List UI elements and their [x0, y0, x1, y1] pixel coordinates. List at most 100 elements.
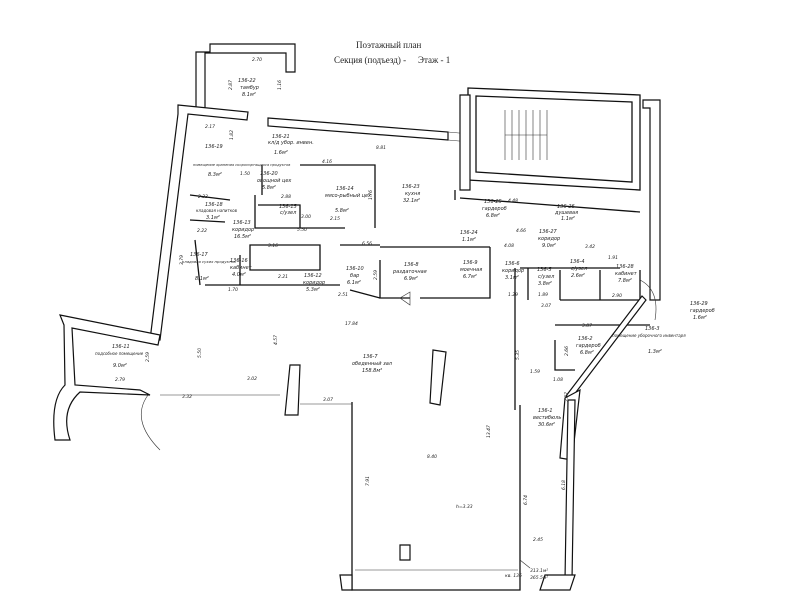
- svg-text:136-24: 136-24: [460, 230, 478, 236]
- svg-text:136-6: 136-6: [505, 261, 520, 267]
- svg-text:136-10: 136-10: [346, 266, 364, 272]
- dimension: 1.59: [530, 369, 540, 375]
- svg-text:подсобное помещение: подсобное помещение: [95, 351, 144, 356]
- dimension: 3.87: [582, 323, 592, 329]
- svg-text:6.1м²: 6.1м²: [347, 280, 361, 286]
- dimension: 2.79: [115, 377, 125, 383]
- svg-text:136-29: 136-29: [690, 301, 708, 307]
- svg-text:136-27: 136-27: [539, 229, 558, 235]
- dimension: 2.23: [198, 194, 208, 200]
- dimension: 3.00: [301, 214, 311, 220]
- svg-text:6.7м²: 6.7м²: [463, 274, 477, 280]
- plan-floor: Этаж - 1: [418, 55, 450, 65]
- svg-text:гардероб: гардероб: [482, 206, 507, 212]
- svg-text:обеденный зал: обеденный зал: [352, 361, 393, 367]
- dimension: 6.56: [362, 241, 372, 247]
- dimension: 7.91: [365, 476, 371, 486]
- svg-text:4.0м²: 4.0м²: [232, 272, 246, 278]
- living-area: 313.1м²: [530, 568, 548, 574]
- room-136-24: 136-241.1м²: [460, 230, 478, 243]
- svg-text:136-11: 136-11: [112, 344, 130, 350]
- svg-text:помещение уборочного инвентаря: помещение уборочного инвентаря: [612, 333, 686, 338]
- svg-text:кладовая напитков: кладовая напитков: [196, 208, 238, 213]
- dimension: 2.22: [197, 228, 207, 234]
- svg-text:136-16: 136-16: [230, 258, 248, 264]
- svg-text:136-12: 136-12: [304, 273, 322, 279]
- svg-text:136-15: 136-15: [279, 204, 297, 210]
- svg-text:6.8м²: 6.8м²: [486, 213, 500, 219]
- svg-text:136-22: 136-22: [238, 78, 256, 84]
- svg-text:136-2: 136-2: [578, 336, 593, 342]
- dimension: 2.59: [145, 352, 151, 362]
- dimension: 1.29: [508, 292, 518, 298]
- svg-text:5.8м²: 5.8м²: [335, 208, 349, 214]
- svg-text:коридор: коридор: [303, 280, 325, 286]
- svg-text:30.6м²: 30.6м²: [538, 422, 555, 428]
- svg-text:мясо-рыбный цех: мясо-рыбный цех: [325, 193, 371, 199]
- svg-text:136-4: 136-4: [570, 259, 585, 265]
- svg-text:моечная: моечная: [460, 267, 482, 273]
- svg-text:136-18: 136-18: [205, 202, 223, 208]
- svg-text:136-9: 136-9: [463, 260, 478, 266]
- dimension: 3.42: [585, 244, 595, 250]
- svg-text:с/узел: с/узел: [538, 274, 555, 280]
- svg-text:136-25: 136-25: [484, 199, 502, 205]
- dimension: 8.40: [427, 454, 437, 460]
- plan-section: Секция (подъезд) -: [334, 55, 406, 65]
- svg-text:1.1м²: 1.1м²: [561, 216, 575, 222]
- dimension: 4.57: [273, 335, 279, 345]
- svg-text:1.3м²: 1.3м²: [648, 349, 662, 355]
- ceiling-height: h=3.33: [456, 504, 473, 510]
- svg-text:коридор: коридор: [538, 236, 560, 242]
- dimension: 1.50: [240, 171, 250, 177]
- svg-text:136-14: 136-14: [336, 186, 354, 192]
- svg-text:1.6м²: 1.6м²: [693, 315, 707, 321]
- svg-text:кабинет: кабинет: [230, 265, 253, 271]
- svg-text:3.1м²: 3.1м²: [206, 215, 220, 221]
- dimension: 3.16: [268, 243, 278, 249]
- svg-text:136-3: 136-3: [645, 326, 660, 332]
- dimension: 3.79: [179, 255, 185, 265]
- svg-text:1.1м²: 1.1м²: [462, 237, 476, 243]
- dimension: 4.16: [322, 159, 332, 165]
- svg-text:с/узел: с/узел: [280, 210, 297, 216]
- svg-text:9.0м²: 9.0м²: [113, 363, 127, 369]
- svg-text:вестибюль: вестибюль: [533, 415, 561, 421]
- dimension: 1.08: [553, 377, 563, 383]
- dimension: 13.47: [486, 425, 492, 438]
- svg-text:8.1м²: 8.1м²: [195, 276, 209, 282]
- dimension: 2.66: [564, 346, 570, 356]
- room-136-15: 136-15с/узел: [279, 204, 297, 216]
- walls: [53, 43, 661, 591]
- svg-text:158.8м²: 158.8м²: [362, 368, 382, 374]
- svg-text:136-5: 136-5: [537, 267, 552, 273]
- svg-text:2.6м²: 2.6м²: [571, 273, 585, 279]
- svg-text:гардероб: гардероб: [576, 343, 601, 349]
- dimension-labels: 2.70 2.87 1.16 2.17 1.82 1.50 8.81 4.16 …: [115, 57, 622, 543]
- svg-text:32.1м²: 32.1м²: [403, 198, 420, 204]
- svg-text:136-28: 136-28: [616, 264, 634, 270]
- dimension: 2.59: [373, 270, 379, 280]
- svg-text:9.0м²: 9.0м²: [542, 243, 556, 249]
- dimension: 2.57: [564, 392, 570, 402]
- dimension: 1.70: [228, 287, 238, 293]
- svg-text:помещение хранения скоропортящ: помещение хранения скоропортящихся проду…: [193, 163, 290, 167]
- svg-text:душевая: душевая: [554, 210, 578, 216]
- dimension: 1.16: [277, 80, 283, 90]
- svg-text:6.8м²: 6.8м²: [580, 350, 594, 356]
- dimension: 6.74: [523, 495, 529, 505]
